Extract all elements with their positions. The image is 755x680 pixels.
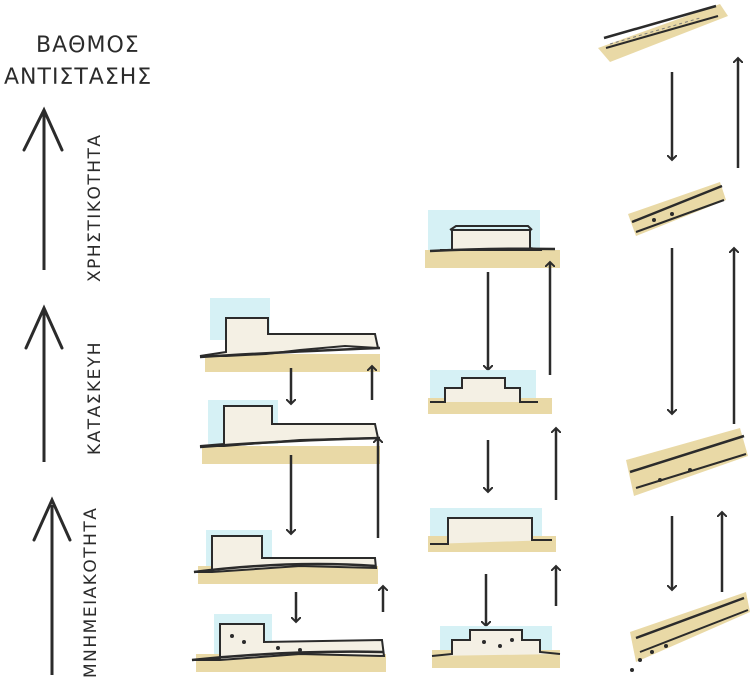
axis-label-usability: ΧΡΗΣΤΙΚΟΤΗΤΑ [85,133,105,282]
column-3-stage-4 [630,592,750,672]
column-2-stage-2 [428,370,552,414]
axis-label-monumentality: ΜΝΗΜΕΙΑΚΟΤΗΤΑ [81,507,101,678]
left-axis-arrow-top [22,106,64,270]
column-2-stage-4 [431,626,561,668]
column-3-stage-1 [598,4,728,62]
title-line-1: ΒΑΘΜΟΣ [36,33,140,58]
left-axis-arrow-middle [24,304,64,462]
column-2-stages [425,210,560,668]
column-2-stage-1 [425,210,560,268]
column-2-stage-3 [428,508,556,552]
column-1-stage-2 [199,400,381,464]
title-line-2: ΑΝΤΙΣΤΑΣΗΣ [4,65,152,90]
column-1-stage-3 [193,530,378,584]
left-axis-arrow-bottom [32,496,72,675]
column-1-stages [191,298,386,672]
column-1-stage-1 [199,298,381,372]
column-3-stage-3 [626,428,748,496]
column-3-stages [598,4,750,672]
column-3-stage-2 [628,182,726,236]
axis-label-construction: ΚΑΤΑΣΚΕΥΗ [85,341,105,455]
column-1-stage-4 [191,614,386,672]
